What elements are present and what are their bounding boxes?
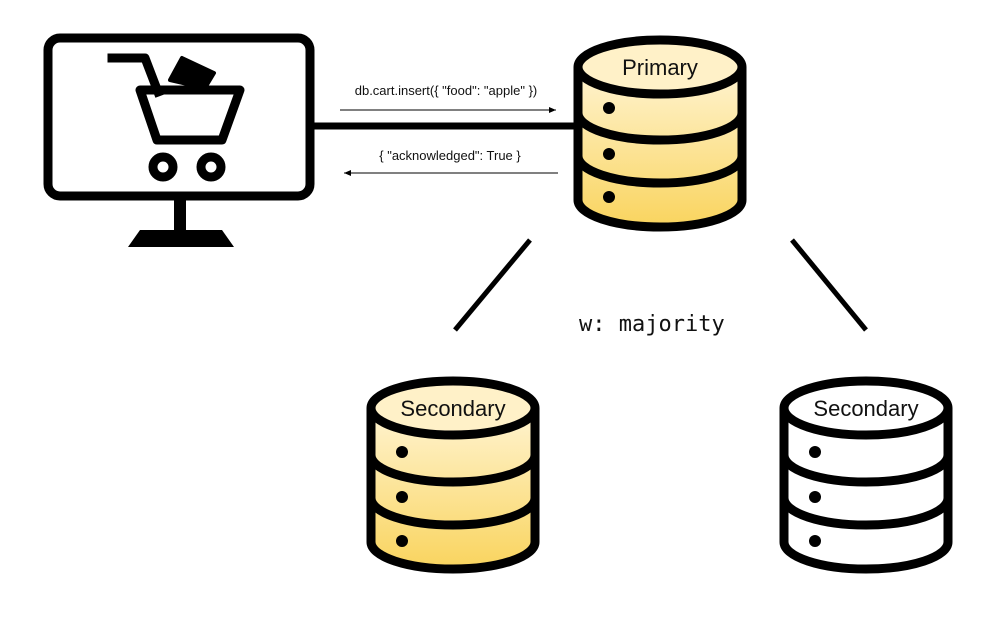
secondary-left-label: Secondary xyxy=(400,396,505,421)
primary-top xyxy=(573,35,747,99)
secondary-database-left: Secondary xyxy=(366,376,540,574)
secondary-left-led xyxy=(396,535,408,547)
shopping-cart-icon xyxy=(107,53,245,182)
primary-led xyxy=(603,191,615,203)
secondary-right-body xyxy=(779,408,953,574)
primary-led xyxy=(603,102,615,114)
secondary-right-top xyxy=(779,376,953,440)
secondary-right-led xyxy=(809,446,821,458)
secondary-left-body xyxy=(366,408,540,574)
primary-body xyxy=(573,67,747,232)
response-label: { "acknowledged": True } xyxy=(379,148,521,163)
monitor-stand xyxy=(128,230,234,247)
request-label: db.cart.insert({ "food": "apple" }) xyxy=(355,83,538,98)
primary-database: Primary xyxy=(573,35,747,232)
client-computer xyxy=(43,33,315,247)
secondary-database-right: Secondary xyxy=(779,376,953,574)
primary-led xyxy=(603,148,615,160)
secondary-left-led xyxy=(396,446,408,458)
secondary-right-led xyxy=(809,491,821,503)
monitor-neck xyxy=(174,196,186,230)
replication-link-right xyxy=(790,238,868,332)
secondary-right-led xyxy=(809,535,821,547)
write-concern-label: w: majority xyxy=(579,312,725,337)
secondary-right-label: Secondary xyxy=(813,396,918,421)
primary-label: Primary xyxy=(622,55,698,80)
secondary-left-led xyxy=(396,491,408,503)
secondary-left-top xyxy=(366,376,540,440)
replication-link-left xyxy=(453,238,532,332)
